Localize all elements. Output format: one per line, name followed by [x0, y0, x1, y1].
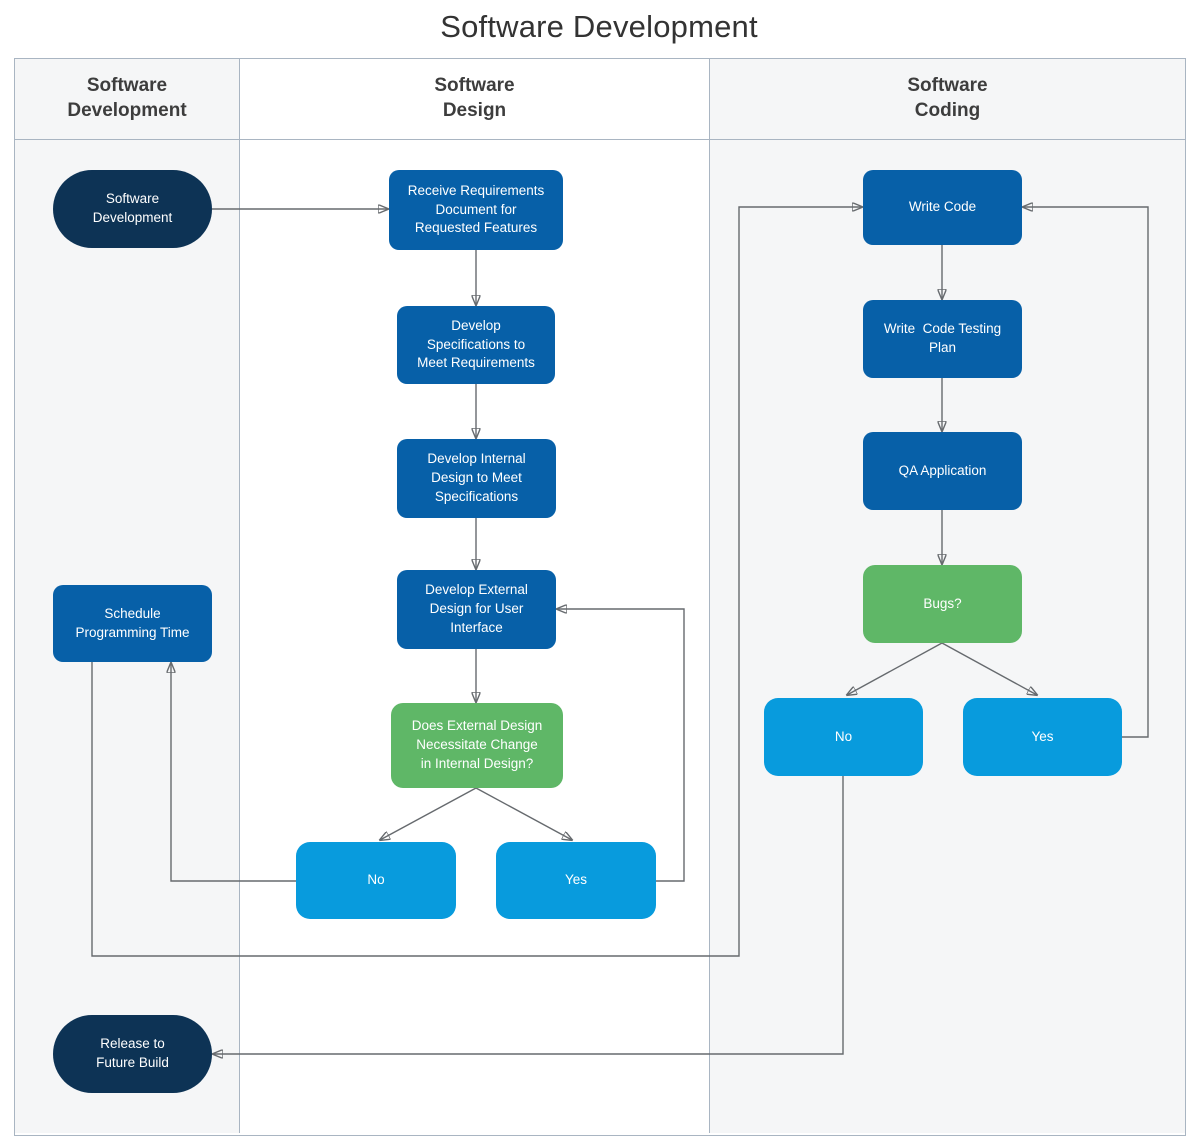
node-qa-application: QA Application — [863, 432, 1022, 510]
node-design-branch-yes: Yes — [496, 842, 656, 919]
node-develop-specifications: Develop Specifications to Meet Requireme… — [397, 306, 555, 384]
node-release-to-future-build: Release to Future Build — [53, 1015, 212, 1093]
node-bugs-question: Bugs? — [863, 565, 1022, 643]
lane-header-software-development: Software Development — [15, 59, 240, 140]
node-design-branch-no: No — [296, 842, 456, 919]
node-software-development-start: Software Development — [53, 170, 212, 248]
node-develop-internal-design: Develop Internal Design to Meet Specific… — [397, 439, 556, 518]
node-bugs-branch-yes: Yes — [963, 698, 1122, 776]
node-external-design-question: Does External Design Necessitate Change … — [391, 703, 563, 788]
node-develop-external-design: Develop External Design for User Interfa… — [397, 570, 556, 649]
lane-header-software-design: Software Design — [240, 59, 710, 140]
node-bugs-branch-no: No — [764, 698, 923, 776]
node-write-code-testing-plan: Write Code Testing Plan — [863, 300, 1022, 378]
node-schedule-programming-time: Schedule Programming Time — [53, 585, 212, 662]
node-receive-requirements: Receive Requirements Document for Reques… — [389, 170, 563, 250]
node-write-code: Write Code — [863, 170, 1022, 245]
diagram-title: Software Development — [440, 9, 758, 44]
lane-header-software-coding: Software Coding — [710, 59, 1185, 140]
